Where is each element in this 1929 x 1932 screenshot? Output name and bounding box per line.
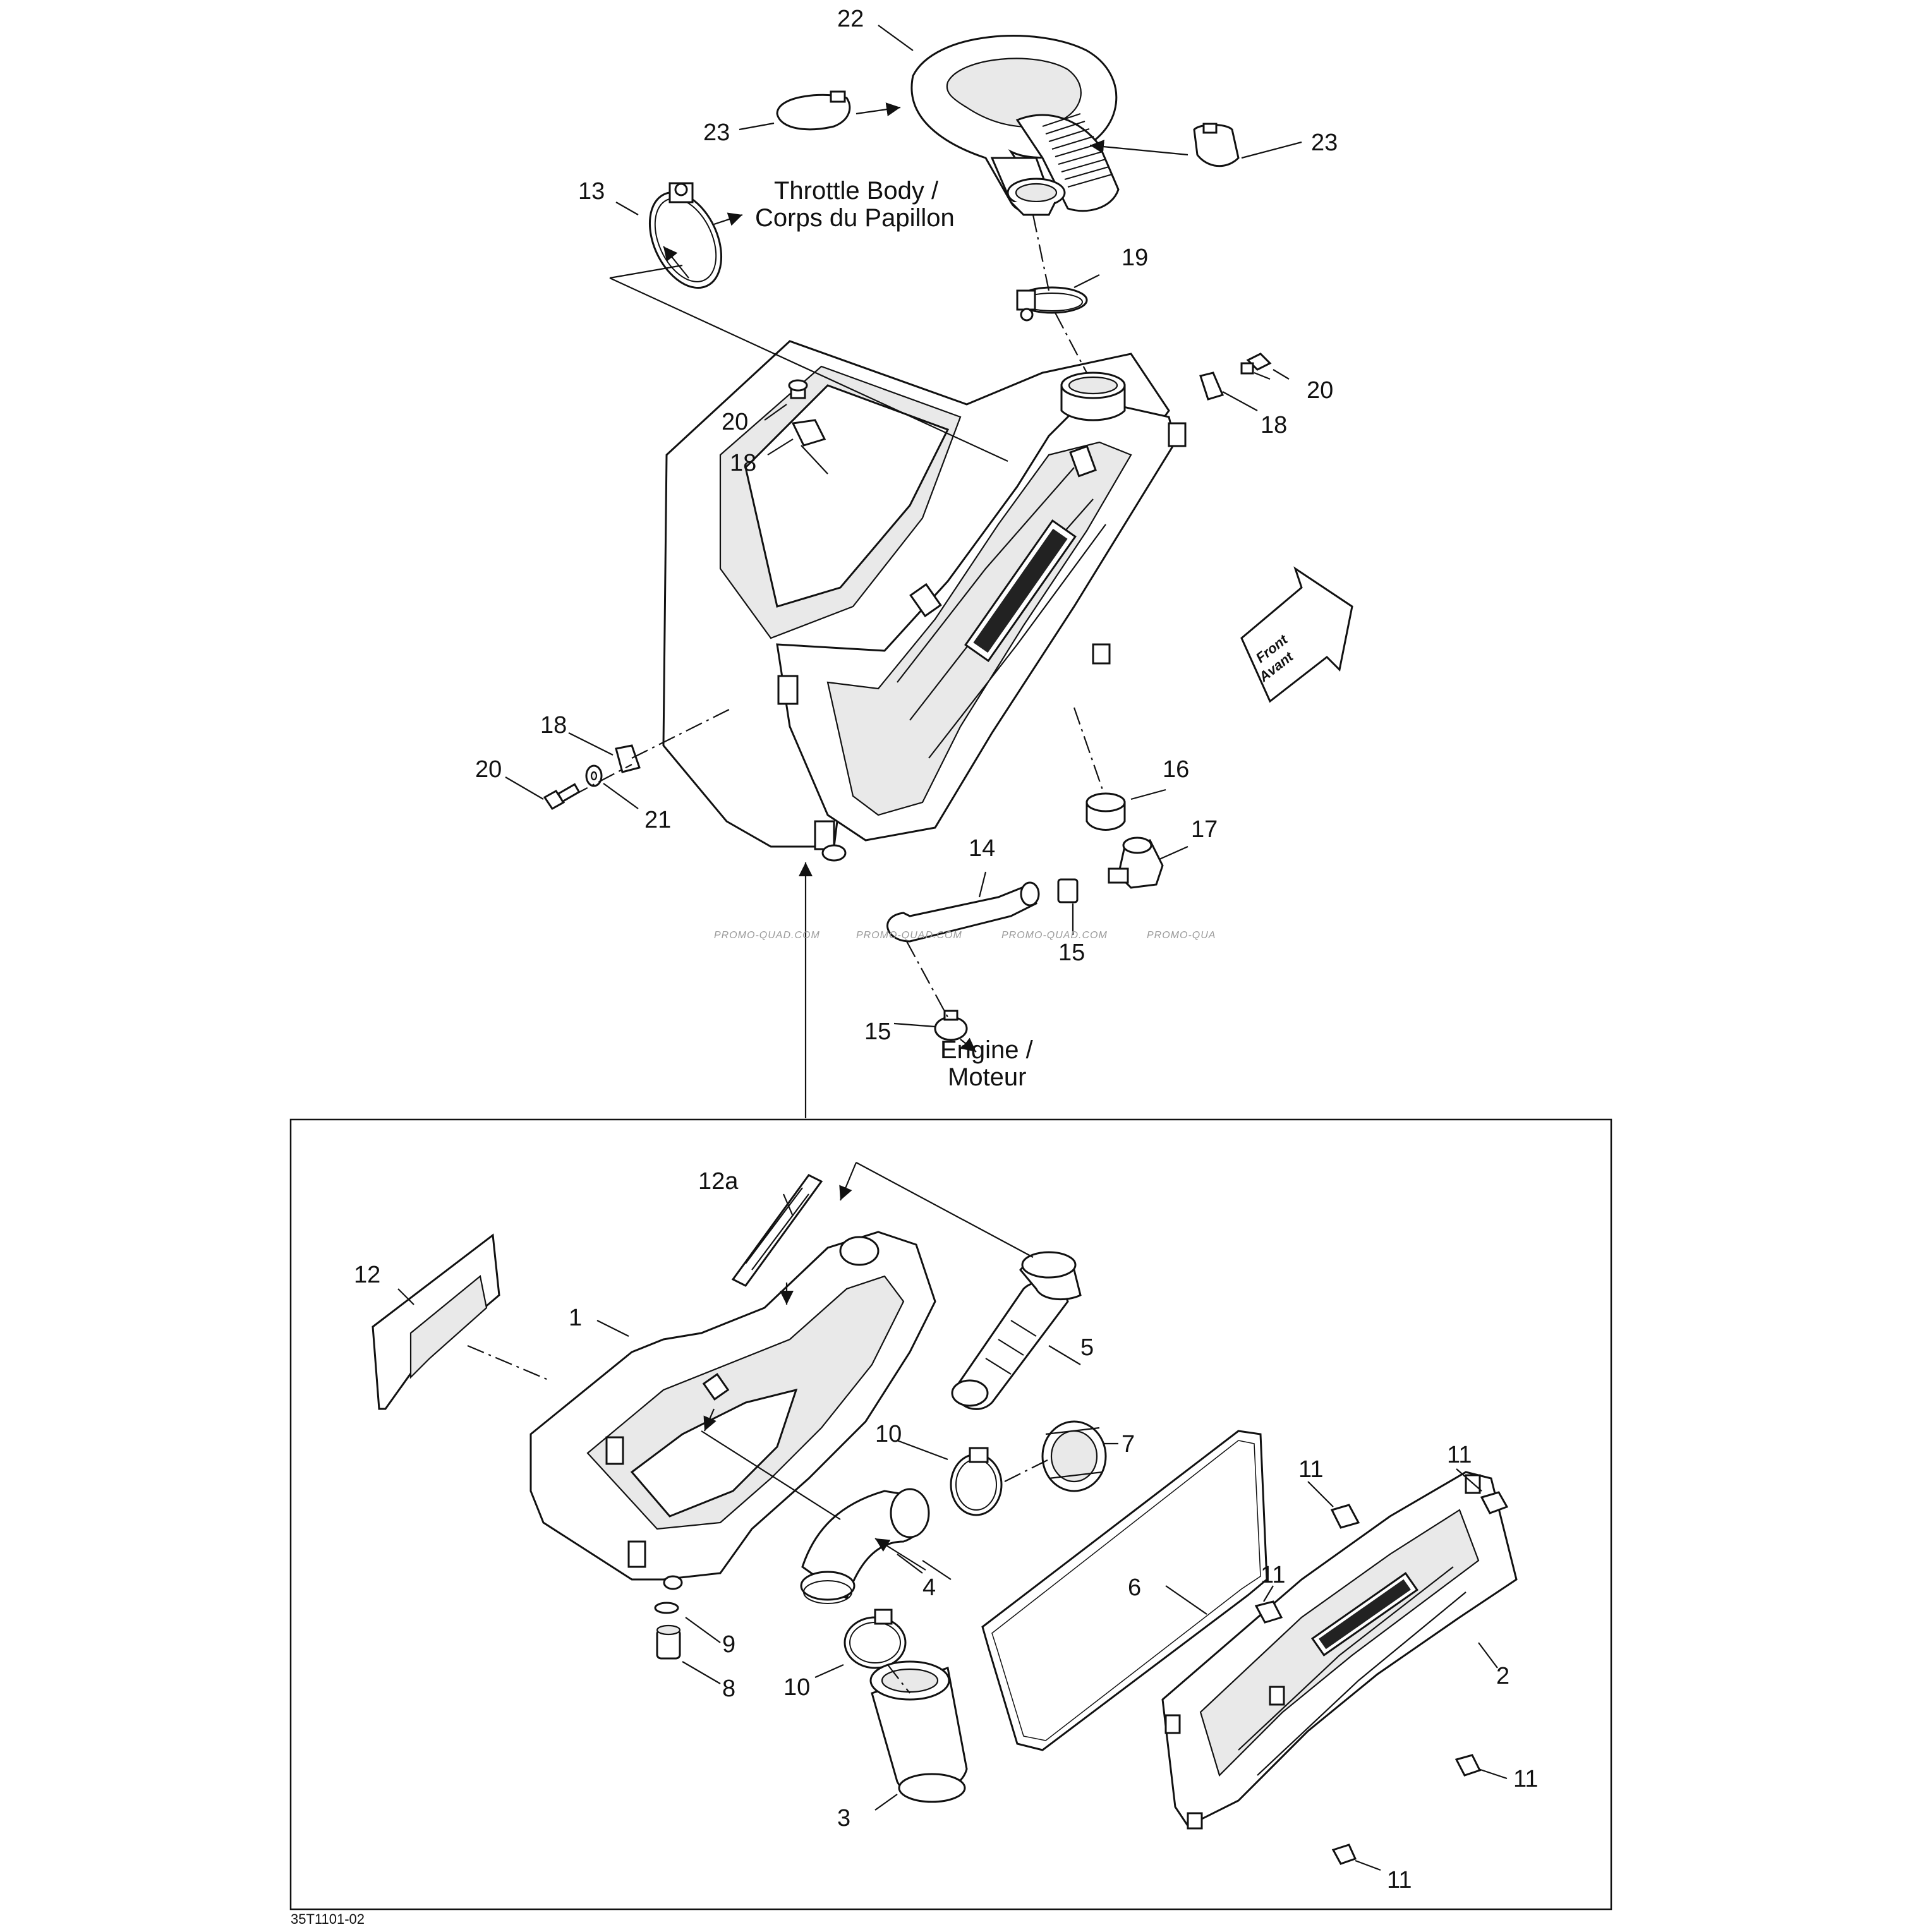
lower-leader-lines <box>397 1162 1508 1871</box>
intake-hose-4 <box>800 1488 930 1604</box>
callout-15-lower: 15 <box>864 1018 891 1045</box>
watermark-3: PROMO-QUAD.COM <box>1001 930 1108 941</box>
nut-18-top-right <box>1199 371 1225 401</box>
callout-11-a: 11 <box>1298 1456 1323 1483</box>
document-code: 35T1101-02 <box>291 1911 365 1927</box>
callout-17: 17 <box>1191 816 1218 843</box>
clip-11-c <box>1254 1600 1283 1624</box>
bolt-20-top-right <box>1240 353 1272 375</box>
callout-3: 3 <box>837 1805 850 1832</box>
clip-11-a <box>1330 1504 1360 1529</box>
note-throttle-line2: Corps du Papillon <box>755 204 955 232</box>
upper-leader-lines <box>505 25 1302 1118</box>
callout-5: 5 <box>1080 1334 1094 1361</box>
airbox-base-1 <box>529 1231 936 1590</box>
inlet-tube-5 <box>951 1251 1082 1410</box>
grommet-16 <box>1085 792 1126 831</box>
clamp-19 <box>1016 286 1088 322</box>
bolt-20-top-left <box>788 379 808 399</box>
watermark-4: PROMO-QUA <box>1147 930 1216 941</box>
note-throttle-line1: Throttle Body / <box>774 177 939 205</box>
callout-1: 1 <box>569 1305 582 1331</box>
breather-hose-14 <box>886 881 1040 943</box>
callout-6: 6 <box>1128 1574 1141 1601</box>
nut-18-top-left <box>791 419 826 447</box>
callout-16: 16 <box>1163 756 1189 783</box>
panel-12 <box>372 1233 500 1410</box>
callout-11-b: 11 <box>1447 1442 1472 1468</box>
callout-18-top-left: 18 <box>730 450 756 476</box>
callout-2: 2 <box>1496 1663 1509 1689</box>
brand-logo <box>964 519 1077 663</box>
callout-23-right: 23 <box>1311 130 1338 156</box>
gasket-6 <box>981 1430 1268 1751</box>
clamp-13 <box>648 182 723 289</box>
clip-11-d <box>1454 1754 1482 1777</box>
clip-11-b <box>1480 1491 1509 1514</box>
front-direction-badge: Front Avant <box>1240 566 1353 703</box>
callout-10-lower: 10 <box>783 1674 810 1701</box>
bolt-20-left <box>543 783 581 810</box>
air-filter-3 <box>869 1660 968 1803</box>
callout-20-top-right: 20 <box>1307 377 1333 404</box>
callout-12a: 12a <box>698 1168 739 1195</box>
label-12a <box>731 1174 823 1287</box>
callout-9: 9 <box>722 1631 735 1658</box>
callout-13: 13 <box>578 178 605 205</box>
washer-21 <box>585 764 603 787</box>
callout-7: 7 <box>1122 1431 1135 1458</box>
drain-plug-8 <box>656 1624 681 1660</box>
clamp-15-lower <box>934 1010 968 1041</box>
elbow-fitting-17 <box>1108 836 1164 889</box>
callout-11-c: 11 <box>1261 1562 1285 1588</box>
watermark-1: PROMO-QUAD.COM <box>714 930 820 941</box>
cover-logo <box>1311 1572 1418 1657</box>
callout-18-left: 18 <box>540 712 567 739</box>
callout-10-upper: 10 <box>875 1421 902 1447</box>
callout-11-e: 11 <box>1387 1867 1412 1893</box>
clamp-10-lower <box>844 1609 907 1669</box>
callout-23-left: 23 <box>703 119 730 146</box>
clamp-15-upper <box>1057 878 1079 903</box>
callout-22: 22 <box>837 6 864 32</box>
exploded-view-frame <box>289 1118 1612 1911</box>
clip-11-e <box>1331 1844 1357 1865</box>
note-engine-line1: Engine / <box>940 1036 1034 1064</box>
callout-4: 4 <box>922 1574 936 1601</box>
nut-18-left <box>615 744 641 773</box>
callout-21: 21 <box>644 807 671 833</box>
coupler-7 <box>1041 1420 1107 1492</box>
intake-duct-22 <box>910 35 1120 216</box>
callout-8: 8 <box>722 1675 735 1702</box>
callout-20-top-left: 20 <box>722 409 748 435</box>
clamp-23-right <box>1193 123 1240 167</box>
callout-15-upper: 15 <box>1058 939 1085 966</box>
callout-18-top-right: 18 <box>1261 412 1287 438</box>
clamp-10-upper <box>950 1447 1003 1516</box>
note-engine-line2: Moteur <box>948 1063 1027 1091</box>
airbox-assembly <box>662 340 1187 862</box>
airbox-cover-2 <box>1161 1471 1518 1830</box>
callout-12: 12 <box>354 1262 380 1288</box>
clamp-23-left <box>776 90 851 131</box>
callout-20-left: 20 <box>475 756 502 783</box>
callout-14: 14 <box>969 835 995 862</box>
callout-19: 19 <box>1122 245 1148 271</box>
watermark-row: PROMO-QUAD.COM PROMO-QUAD.COM PROMO-QUAD… <box>714 930 1216 941</box>
o-ring-9 <box>654 1602 679 1614</box>
callout-11-d: 11 <box>1513 1766 1538 1792</box>
watermark-2: PROMO-QUAD.COM <box>856 930 962 941</box>
